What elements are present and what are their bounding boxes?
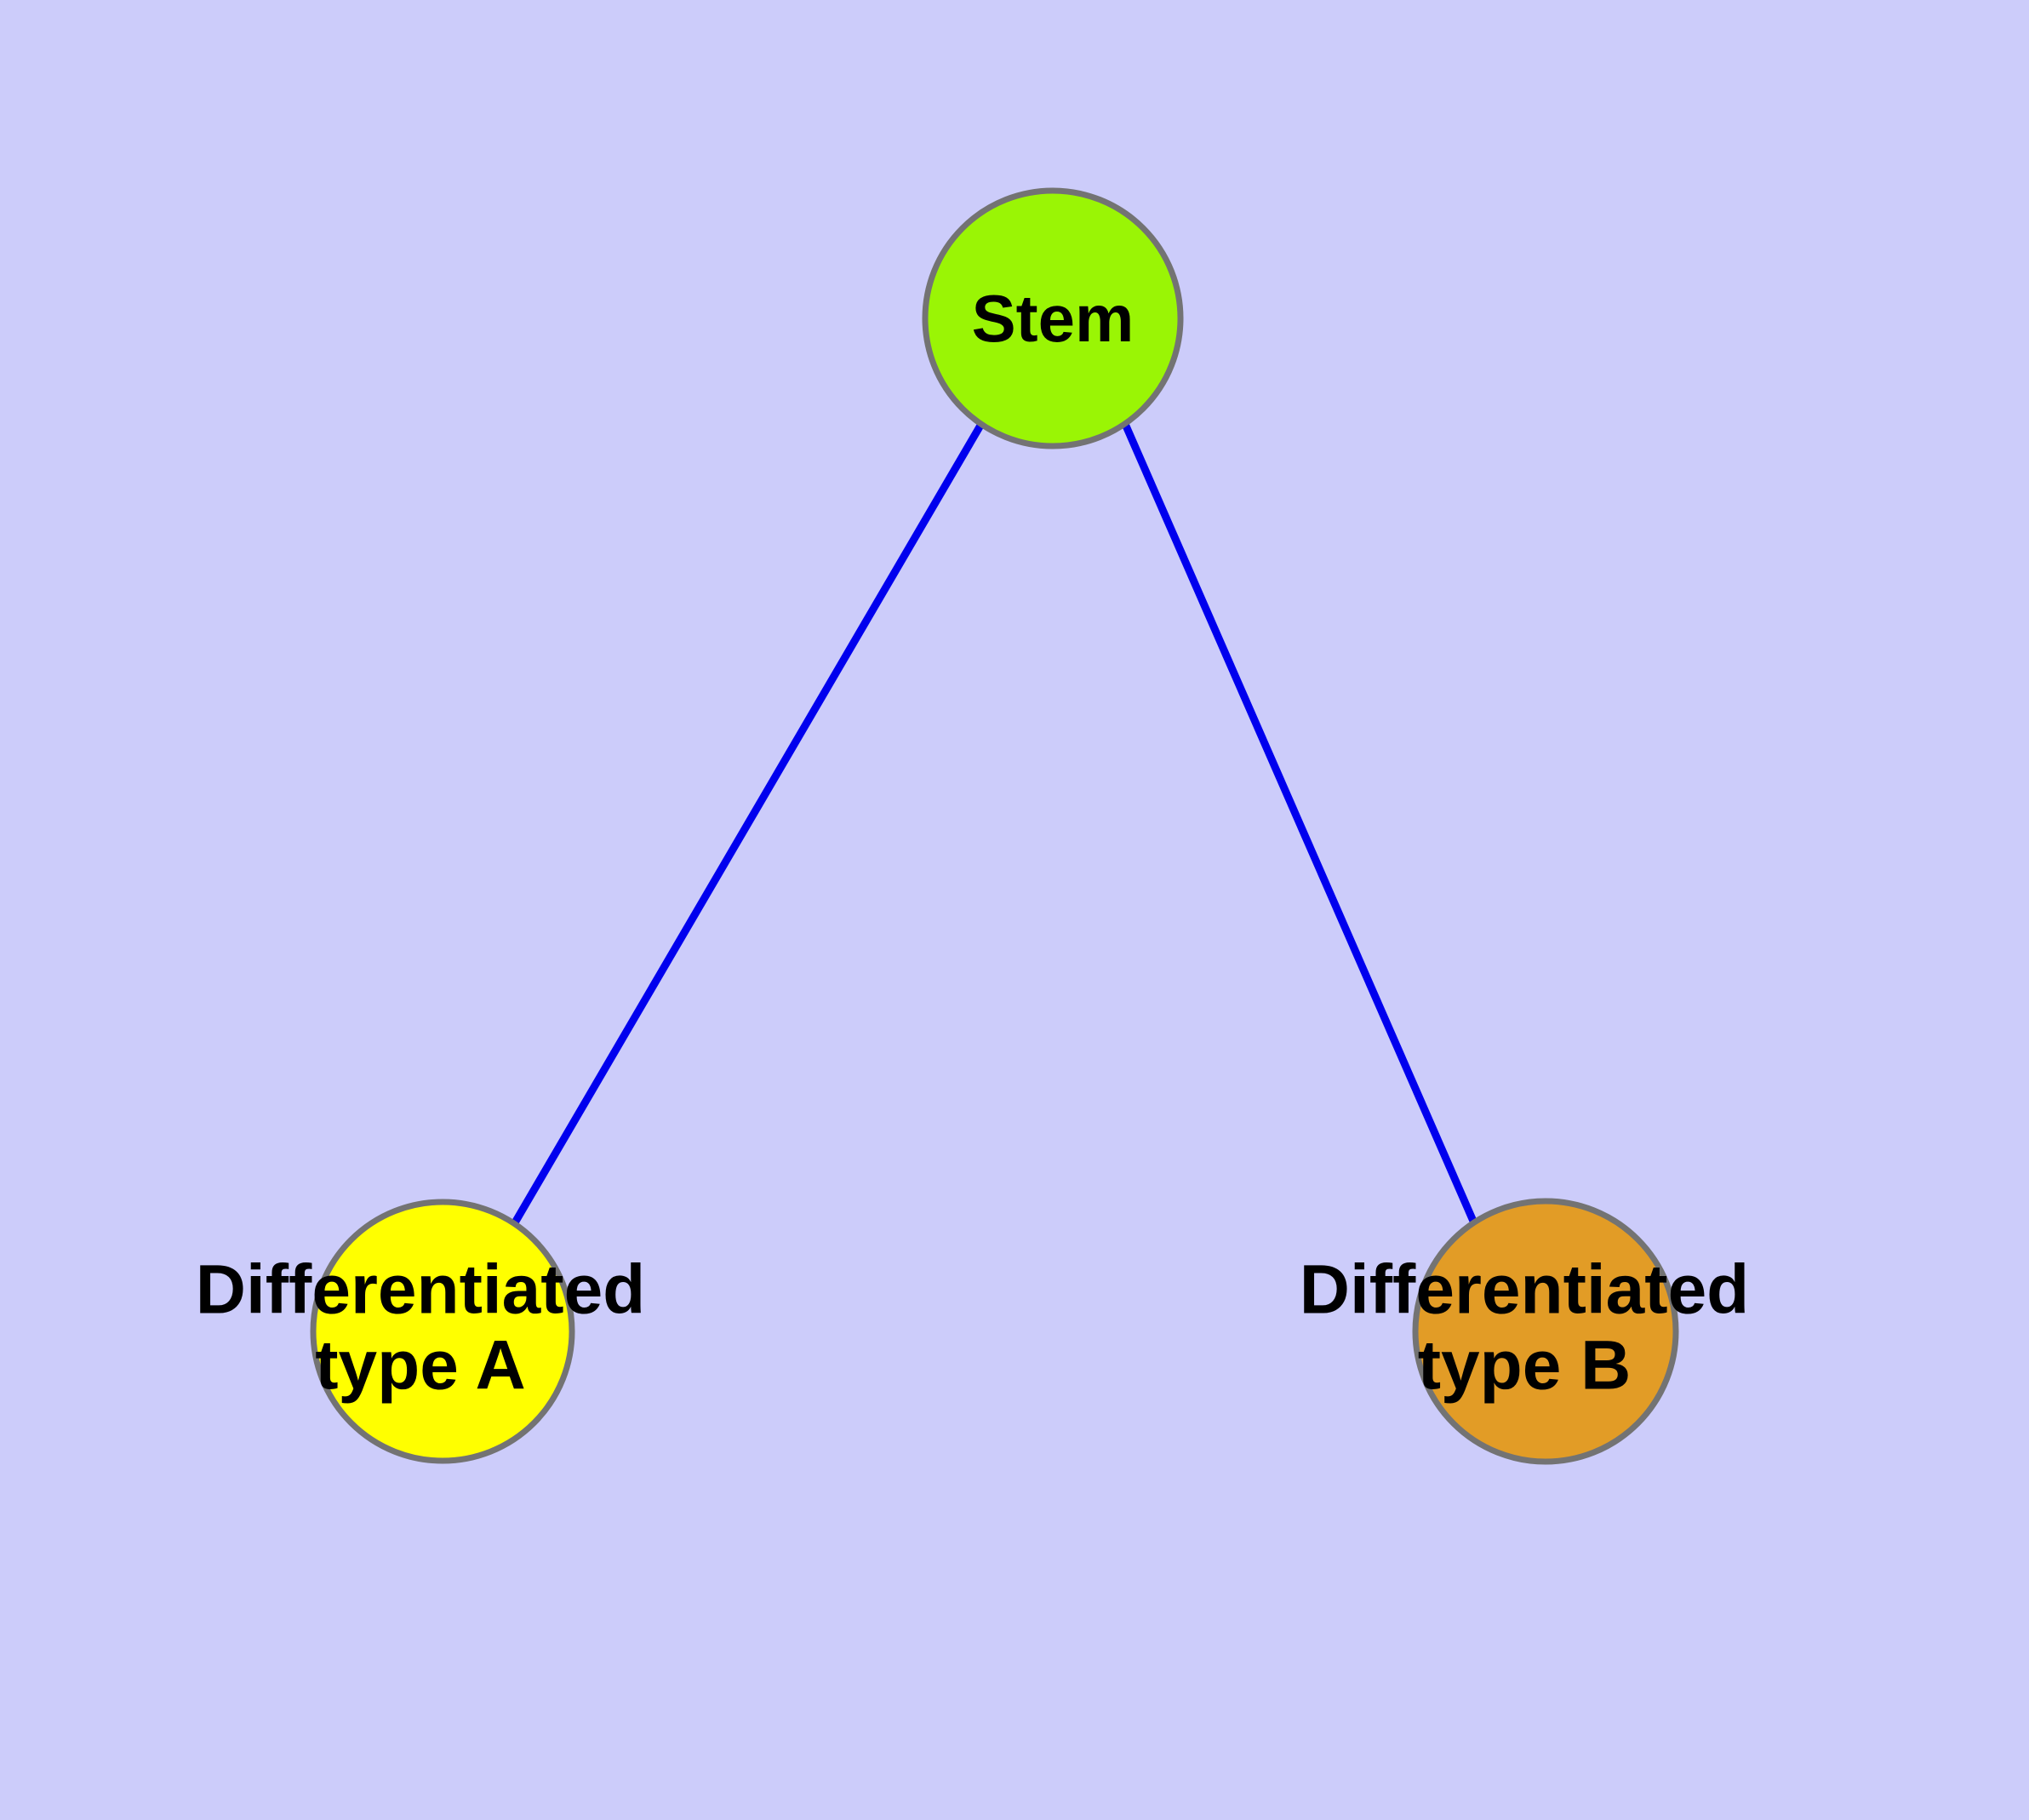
node-stem[interactable] [922, 187, 1184, 449]
edge-stem-to-b [1121, 422, 1479, 1227]
edge-layer [511, 421, 1479, 1227]
edge-stem-to-a [511, 421, 985, 1227]
node-diff_b[interactable] [1412, 1198, 1679, 1465]
node-diff_a[interactable] [310, 1199, 575, 1464]
node-layer [310, 187, 1679, 1465]
